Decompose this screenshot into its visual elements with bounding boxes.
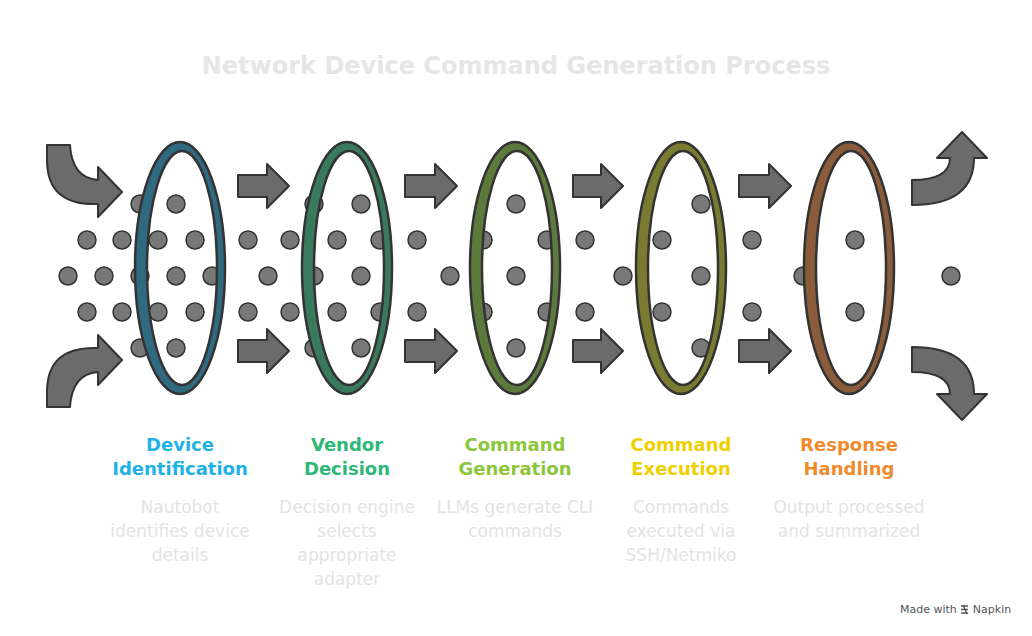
flow-dot (352, 195, 370, 213)
flow-dot (942, 267, 960, 285)
flow-arrow (573, 164, 623, 373)
ring-outline (130, 137, 230, 399)
credit-text: Made with (900, 603, 957, 616)
flow-dot (186, 303, 204, 321)
flow-dot (113, 231, 131, 249)
process-ring: Vendor DecisionDecision engine selects a… (297, 137, 397, 399)
ring-outline (799, 137, 899, 399)
process-ring: Command GenerationLLMs generate CLI comm… (465, 137, 565, 399)
diagram-title: Network Device Command Generation Proces… (0, 52, 1032, 80)
stage-heading: Command Execution (606, 433, 756, 481)
flow-dot (78, 231, 96, 249)
flow-dot (186, 231, 204, 249)
credit-line: Made with Napkin (900, 603, 1011, 616)
flow-arrow (238, 164, 289, 373)
flow-dot (328, 303, 346, 321)
flow-dot (507, 195, 525, 213)
flow-dot (281, 303, 299, 321)
flow-dot (149, 303, 167, 321)
block-arrow (573, 329, 623, 373)
flow-dot (95, 267, 113, 285)
flow-dot (408, 303, 426, 321)
flow-dot (507, 339, 525, 357)
block-arrow (739, 329, 791, 373)
flow-dot (113, 303, 131, 321)
flow-dot (507, 267, 525, 285)
flow-dot (149, 231, 167, 249)
flow-dot (846, 303, 864, 321)
flow-dot (281, 231, 299, 249)
flow-dot (239, 231, 257, 249)
flow-dot (352, 339, 370, 357)
stage-heading: Vendor Decision (272, 433, 422, 481)
flow-dot (167, 195, 185, 213)
flow-dot (692, 267, 710, 285)
flow-dot (743, 231, 761, 249)
flow-dot (59, 267, 77, 285)
inflow-arrow (47, 335, 122, 407)
process-ring: Command ExecutionCommands executed via S… (631, 137, 731, 399)
flow-arrow (405, 164, 457, 373)
flow-dot (653, 303, 671, 321)
outflow-arrow (912, 132, 987, 205)
stage-heading: Device Identification (105, 433, 255, 481)
flow-dot (743, 303, 761, 321)
flow-dot (614, 267, 632, 285)
block-arrow (238, 164, 289, 208)
stage-description: Decision engine selects appropriate adap… (267, 495, 427, 591)
flow-dot (653, 231, 671, 249)
flow-dot (259, 267, 277, 285)
flow-dot (167, 339, 185, 357)
ring-outline (631, 137, 731, 399)
flow-dot (352, 267, 370, 285)
block-arrow (573, 164, 623, 208)
flow-dot (167, 267, 185, 285)
block-arrow (238, 329, 289, 373)
stage-description: Output processed and summarized (769, 495, 929, 543)
inflow-arrow (47, 145, 122, 217)
outflow-arrow (912, 347, 987, 420)
flow-dot (78, 303, 96, 321)
flow-dot (441, 267, 459, 285)
process-ring: Response HandlingOutput processed and su… (799, 137, 899, 399)
stage-heading: Command Generation (440, 433, 590, 481)
flow-dot (576, 303, 594, 321)
ring-outline (465, 137, 565, 399)
ring-outline (297, 137, 397, 399)
credit-text: Napkin (973, 603, 1011, 616)
flow-dot (239, 303, 257, 321)
flow-arrow (739, 164, 791, 373)
process-ring: Device IdentificationNautobot identifies… (130, 137, 230, 399)
flow-dot (846, 231, 864, 249)
stage-description: LLMs generate CLI commands (435, 495, 595, 543)
block-arrow (405, 164, 457, 208)
stage-description: Commands executed via SSH/Netmiko (601, 495, 761, 567)
flow-dot (692, 195, 710, 213)
block-arrow (405, 329, 457, 373)
napkin-logo (960, 604, 970, 615)
stage-heading: Response Handling (774, 433, 924, 481)
block-arrow (739, 164, 791, 208)
flow-dot (408, 231, 426, 249)
flow-dot (328, 231, 346, 249)
stage-description: Nautobot identifies device details (100, 495, 260, 567)
flow-dot (576, 231, 594, 249)
